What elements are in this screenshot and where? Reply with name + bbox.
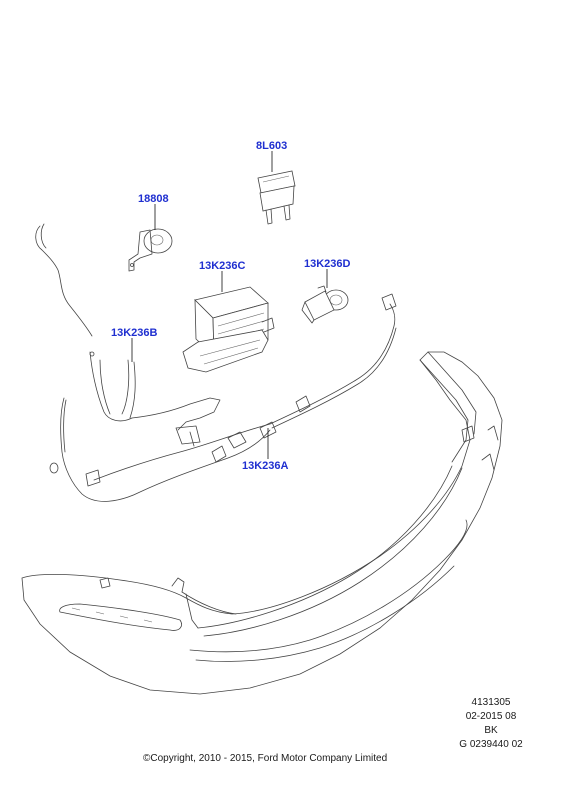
leader-lines	[131, 151, 328, 459]
fuse-illustration	[257, 170, 296, 225]
reference-date: 02-2015 08	[465, 711, 517, 722]
copyright-notice: ©Copyright, 2010 - 2015, Ford Motor Comp…	[143, 753, 388, 764]
parking-sensor-illustration	[301, 285, 349, 324]
part-label-8l603[interactable]: 8L603	[256, 140, 288, 152]
horn-illustration	[128, 228, 173, 272]
part-label-13k236c[interactable]: 13K236C	[199, 260, 246, 272]
graphic-id: G 0239440 02	[459, 739, 523, 750]
part-label-13k236b[interactable]: 13K236B	[111, 327, 158, 339]
reference-code: BK	[484, 725, 498, 736]
part-label-13k236a[interactable]: 13K236A	[242, 460, 289, 472]
control-module-illustration	[182, 286, 275, 373]
part-label-18808[interactable]: 18808	[138, 193, 169, 205]
rear-bumper-illustration	[21, 351, 503, 695]
reference-number: 4131305	[471, 697, 511, 708]
wiring-harness-illustration	[35, 223, 397, 502]
part-label-13k236d[interactable]: 13K236D	[304, 258, 351, 270]
